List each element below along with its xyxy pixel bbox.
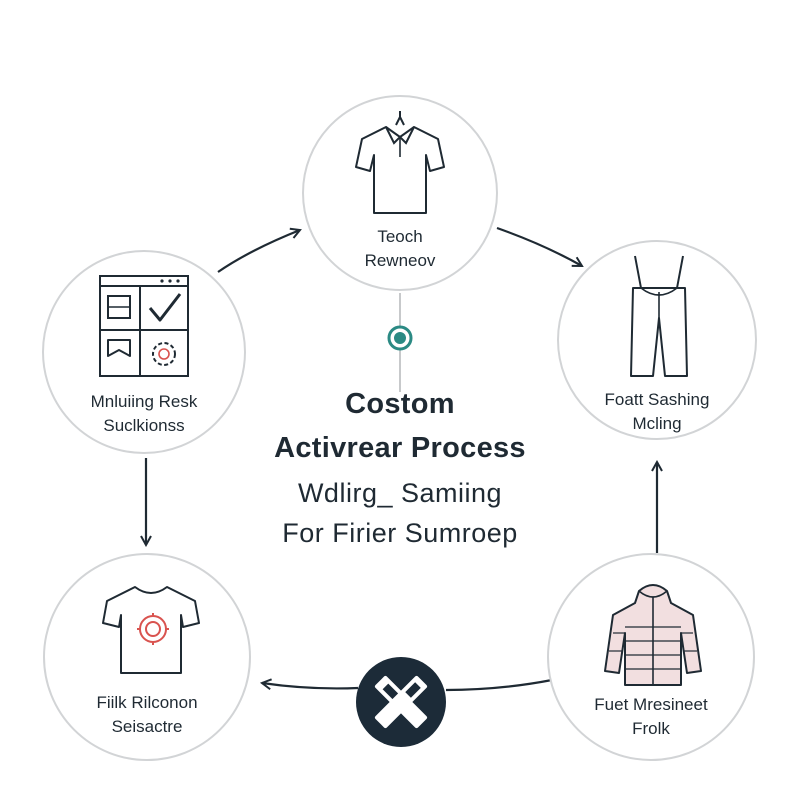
tshirt-logo-icon	[102, 586, 200, 674]
diagram-title-line1: Costom	[345, 388, 455, 420]
node-label-line2: Frolk	[632, 719, 670, 738]
diagram-subtitle-line2: For Firier Sumroep	[282, 518, 518, 548]
node-label-line1: Mnluiing Resk	[90, 392, 198, 411]
node-label-line2: Rewneov	[364, 251, 436, 270]
arrow-hub-to-bottomleft	[262, 683, 359, 688]
node-fuet-mresineet: Fuet Mresineet Frolk	[547, 553, 755, 761]
diagram-title-line2: Activrear Process	[274, 432, 526, 464]
checklist-board-icon	[99, 275, 189, 377]
crossed-tools-icon	[356, 657, 446, 747]
node-label-line1: Fiilk Rilconon	[96, 693, 198, 712]
diagram-subtitle-line1: Wdlirg_ Samiing	[297, 478, 503, 508]
arrow-top-to-right	[496, 226, 582, 266]
node-tech-review: Teoch Rewneov	[302, 95, 498, 291]
line-bottomright-to-hub	[445, 678, 553, 692]
arrow-left-to-top	[217, 230, 300, 273]
node-label-line2: Mcling	[632, 414, 682, 433]
node-mnluiing-resk: Mnluiing Resk Suclkionss	[42, 250, 246, 454]
node-label-line1: Teoch	[377, 227, 423, 246]
node-label-line1: Foatt Sashing	[604, 390, 710, 409]
puffer-jacket-icon	[604, 584, 702, 686]
node-label-line2: Seisactre	[111, 717, 183, 736]
node-label-line1: Fuet Mresineet	[594, 695, 708, 714]
polo-shirt-icon	[355, 111, 445, 214]
node-label-line2: Suclkionss	[103, 416, 185, 435]
node-fit-sashing: Foatt Sashing Mcling	[557, 240, 757, 440]
overalls-icon	[630, 255, 688, 377]
node-fiilk-rilconon: Fiilk Rilconon Seisactre	[43, 553, 251, 761]
